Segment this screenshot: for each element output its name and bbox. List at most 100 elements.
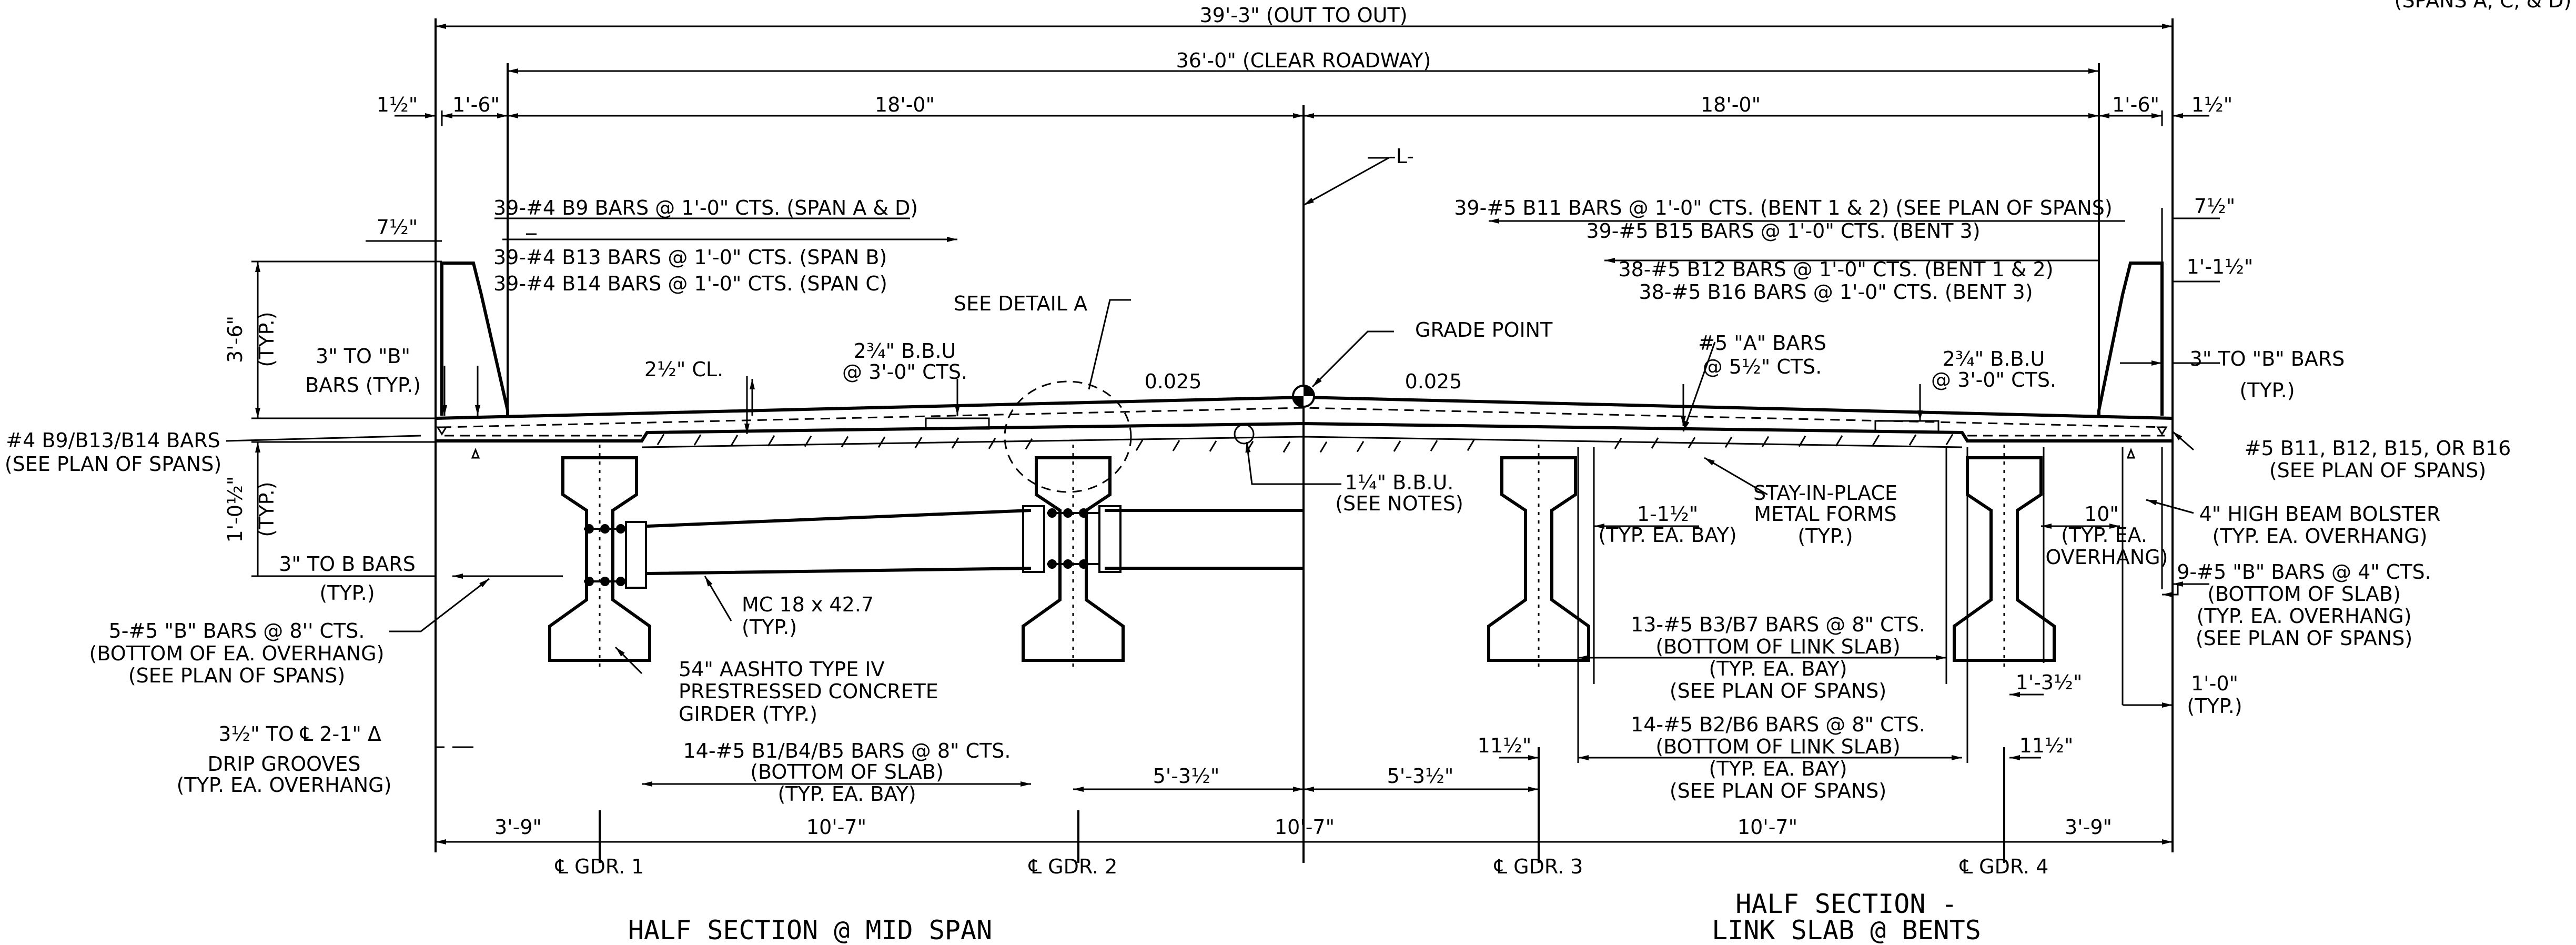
- left-five-b-3: (SEE PLAN OF SPANS): [128, 664, 345, 687]
- dim-bay-1: 10'-7": [806, 816, 866, 839]
- form-hatch-mark: [1614, 438, 1622, 449]
- left-girder-3: GIRDER (TYP.): [679, 702, 817, 726]
- left-bbu14-1: 1¼" B.B.U.: [1345, 471, 1454, 494]
- left-to-b-2: BARS (TYP.): [305, 374, 421, 397]
- dim-ov-right: 3'-9": [2065, 816, 2112, 839]
- right-rail-w: 1'-1½": [2187, 255, 2254, 278]
- bbu-chair-left: [925, 417, 990, 430]
- detail-a-circle: [1004, 380, 1132, 493]
- diaphragm-channel-left: [646, 509, 1032, 575]
- dim-left-half-in: 1½": [377, 93, 418, 116]
- structure: [435, 18, 2174, 863]
- dimension-lines: [226, 24, 2220, 863]
- right-section-title-1: HALF SECTION -: [1735, 889, 1957, 919]
- form-hatch-mark: [988, 438, 996, 449]
- right-a-bars-1: #5 "A" BARS: [1698, 331, 1826, 355]
- form-hatch-mark: [767, 435, 775, 447]
- right-bolster-2: (TYP. EA. OVERHANG): [2213, 525, 2428, 548]
- left-to-b-1: 3" TO "B": [316, 345, 410, 368]
- right-b3-3: (TYP. EA. BAY): [1709, 657, 1847, 680]
- dim-bay-3: 10'-7": [1737, 816, 1797, 839]
- left-bbu-2: @ 3'-0" CTS.: [842, 360, 967, 384]
- right-bar-note-2: (SEE PLAN OF SPANS): [2269, 459, 2486, 482]
- left-bar-note-1: #4 B9/B13/B14 BARS: [6, 429, 220, 452]
- dim-bay-2: 10'-7": [1275, 816, 1335, 839]
- right-to-b-2: (TYP.): [2239, 379, 2295, 402]
- left-mc-1: MC 18 x 42.7: [742, 593, 874, 616]
- right-section-title-2: LINK SLAB @ BENTS: [1712, 915, 1981, 945]
- right-eleven-left: 11½": [1478, 734, 1532, 757]
- girder-1: [548, 456, 651, 662]
- form-hatch-mark: [841, 436, 849, 448]
- connection-plate-2a: [1022, 505, 1045, 573]
- grade-point-label: GRADE POINT: [1415, 318, 1553, 341]
- form-hatch-mark: [693, 434, 702, 446]
- dim-ov-left: 3'-9": [494, 816, 542, 839]
- right-ten-2: (TYP. EA.: [2061, 524, 2147, 547]
- left-rail-height-typ: (TYP.): [255, 311, 278, 367]
- left-section-title: HALF SECTION @ MID SPAN: [628, 915, 992, 945]
- form-hatch-mark: [656, 434, 665, 446]
- left-bar-note-2: (SEE PLAN OF SPANS): [5, 453, 221, 476]
- left-girder-1: 54" AASHTO TYPE IV: [679, 658, 885, 681]
- left-drip-1: 3½" TO ℄ 2-1" Δ: [218, 722, 381, 746]
- girder-4: [1953, 456, 2056, 662]
- right-forms-2: METAL FORMS: [1754, 502, 1896, 526]
- right-ten-3: OVERHANG): [2046, 546, 2168, 569]
- left-bbu14-2: (SEE NOTES): [1335, 492, 1463, 515]
- right-d10-1: 1'-0": [2191, 672, 2238, 695]
- right-b15: 39-#5 B15 BARS @ 1'-0" CTS. (BENT 3): [1586, 219, 1980, 243]
- form-hatch-mark: [1945, 434, 1954, 446]
- form-hatch-mark: [1467, 439, 1475, 451]
- right-bbu-1: 2¾" B.B.U: [1943, 347, 2045, 370]
- girder-3-label: ℄ GDR. 3: [1494, 855, 1583, 878]
- bbu-chair-right: [1874, 420, 1939, 433]
- dim-out-to-out: 39'-3" (OUT TO OUT): [1199, 4, 1407, 27]
- annotations: 39'-3" (OUT TO OUT) 36'-0" (CLEAR ROADWA…: [5, 0, 2572, 945]
- connection-plate-2b: [1098, 505, 1122, 573]
- left-bars-b13: 39-#4 B13 BARS @ 1'-0" CTS. (SPAN B): [493, 246, 887, 269]
- form-hatch-mark: [1025, 438, 1033, 450]
- bbu-small-left: [1234, 424, 1255, 445]
- left-b1-1: 14-#5 B1/B4/B5 BARS @ 8" CTS.: [683, 739, 1011, 762]
- form-hatch-mark: [1908, 434, 1917, 446]
- right-forms-1: STAY-IN-PLACE: [1753, 481, 1897, 505]
- left-see-detail: SEE DETAIL A: [954, 292, 1087, 315]
- left-drip-2: DRIP GROOVES: [208, 752, 361, 776]
- girder-3: [1487, 456, 1590, 662]
- dim-left-rail: 1'-6": [452, 93, 500, 116]
- right-b12: 38-#5 B12 BARS @ 1'-0" CTS. (BENT 1 & 2): [1618, 258, 2053, 281]
- form-hatch-mark: [1135, 439, 1144, 451]
- left-clear-cover: 2½" CL.: [644, 358, 723, 381]
- right-bolster-1: 4" HIGH BEAM BOLSTER: [2199, 502, 2441, 526]
- left-deck-depth: 1'-0½": [224, 476, 247, 543]
- right-barrier: [2097, 262, 2164, 416]
- right-d1325: 1'-3½": [2016, 671, 2083, 694]
- right-eleven-right: 11½": [2019, 734, 2074, 757]
- right-b2-4: (SEE PLAN OF SPANS): [1670, 779, 1886, 802]
- form-hatch-mark: [877, 436, 886, 448]
- left-bars-b14: 39-#4 B14 BARS @ 1'-0" CTS. (SPAN C): [493, 272, 887, 295]
- diaphragm-channel-right: [1105, 509, 1304, 570]
- connection-plate-1: [625, 521, 647, 589]
- deck-bottom: [436, 421, 2173, 443]
- left-bars-b9: 39-#4 B9 BARS @ 1'-0" CTS. (SPAN A & D): [493, 196, 918, 219]
- corner-note: (SPANS A, C, & D): [2395, 0, 2572, 12]
- dim-half-bay-b: 5'-3½": [1387, 765, 1454, 788]
- right-b11: 39-#5 B11 BARS @ 1'-0" CTS. (BENT 1 & 2)…: [1454, 196, 2113, 219]
- right-b2-2: (BOTTOM OF LINK SLAB): [1655, 735, 1900, 758]
- form-hatch-mark: [1172, 440, 1180, 451]
- right-b3-1: 13-#5 B3/B7 BARS @ 8" CTS.: [1631, 613, 1925, 636]
- right-nine-b-1: 9-#5 "B" BARS @ 4" CTS.: [2177, 560, 2431, 584]
- girder-4-label: ℄ GDR. 4: [1959, 855, 2049, 878]
- metal-form-hatch: [641, 434, 1963, 453]
- form-hatch-mark: [1393, 440, 1401, 452]
- right-a-bars-2: @ 5½" CTS.: [1703, 355, 1822, 378]
- dim-half-bay-a: 5'-3½": [1153, 765, 1220, 788]
- left-rail-top: 7½": [377, 216, 418, 239]
- right-nine-b-2: (BOTTOM OF SLAB): [2207, 582, 2401, 606]
- right-bay-1: 1-1½": [1637, 502, 1698, 526]
- dim-clear-roadway: 36'-0" (CLEAR ROADWAY): [1176, 49, 1431, 72]
